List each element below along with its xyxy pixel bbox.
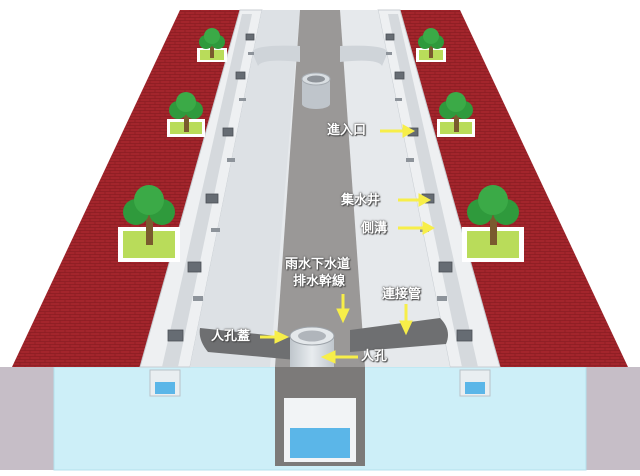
left-underground-basin	[149, 369, 181, 397]
left-tree-2	[167, 92, 205, 137]
right-tree-2	[437, 92, 475, 137]
manhole-arrow-icon	[320, 350, 358, 364]
label-catch-basin: 集水井	[341, 193, 381, 208]
label-manhole-cover: 人孔蓋	[211, 329, 251, 344]
right-connecting-pipe	[350, 318, 448, 352]
left-inlet-grates	[193, 52, 254, 301]
left-tree-3	[118, 185, 180, 262]
manhole-cover-arrow-icon	[260, 330, 290, 344]
catch-basin-arrow-icon	[398, 193, 432, 207]
right-side-ditch	[388, 14, 478, 367]
right-tree-1	[416, 28, 446, 62]
connecting-pipe-arrow-icon	[399, 304, 413, 336]
right-tree-3	[462, 185, 524, 262]
label-side-ditch: 側溝	[361, 221, 388, 236]
label-connecting-pipe: 連接管	[382, 287, 422, 302]
sewer-box-culvert	[275, 367, 365, 466]
left-catch-basins	[167, 33, 255, 342]
label-inlet: 進入口	[327, 123, 367, 138]
top-right-lateral	[340, 45, 388, 66]
top-left-lateral	[252, 45, 300, 66]
storm-main-arrow-icon	[336, 294, 350, 324]
label-storm-main-line1: 雨水下水道	[285, 257, 351, 272]
callout-arrows	[260, 124, 436, 364]
left-side-ditch	[162, 14, 252, 367]
label-storm-main-line2: 排水幹線	[293, 274, 346, 289]
left-tree-1	[197, 28, 227, 62]
top-manhole	[301, 72, 331, 109]
inlet-arrow-icon	[380, 124, 416, 138]
label-manhole: 人孔	[361, 349, 388, 364]
road-shade	[190, 10, 300, 367]
storm-sewer-main	[275, 10, 365, 367]
right-underground-basin	[459, 369, 491, 397]
side-ditch-arrow-icon	[398, 221, 436, 235]
